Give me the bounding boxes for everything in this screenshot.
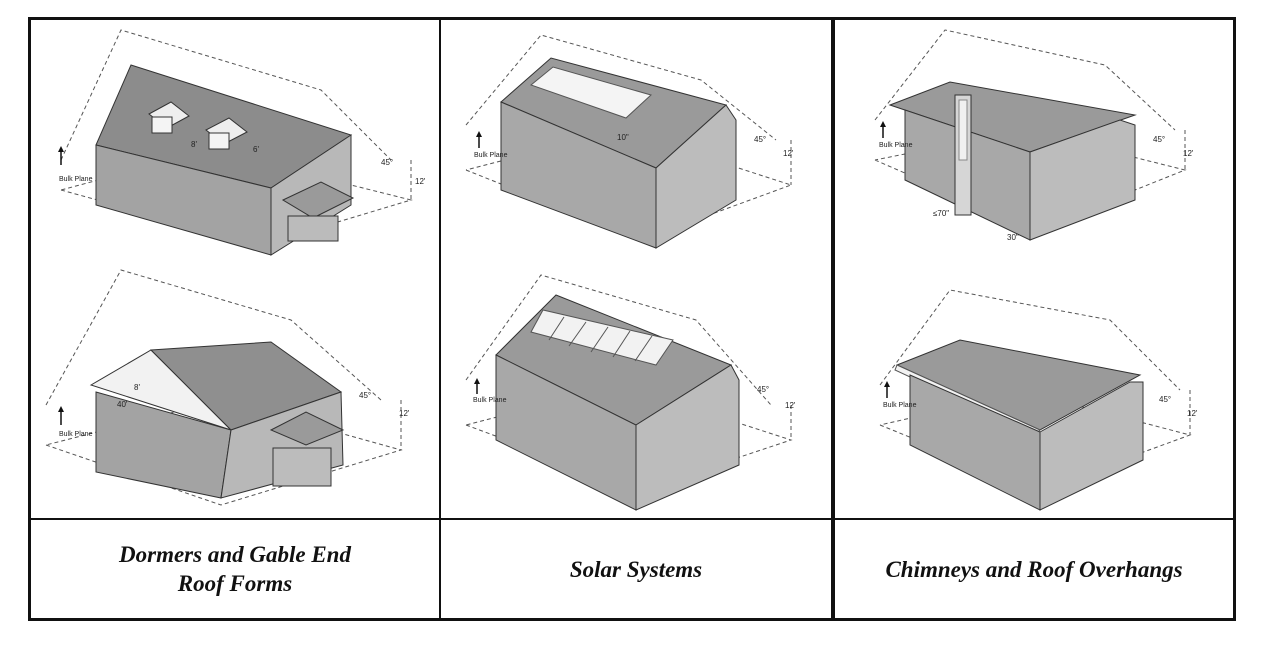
caption-line: Roof Forms [177,571,293,596]
angle-label: 45° [359,391,371,400]
bulk-plane-label: Bulk Plane [59,176,93,183]
row-divider [31,518,1233,520]
house-solar-panels: Bulk Plane 45° 12' [465,274,796,511]
angle-label: 45° [757,385,769,394]
dimension-label: 40' [117,400,128,409]
solar-systems-illustration: Bulk Plane 45° 12' 10" Bulk [465,34,796,511]
panel-solar-systems: Bulk Plane 45° 12' 10" Bulk [441,20,831,518]
height-label: 12' [783,149,794,158]
height-label: 12' [1183,149,1194,158]
height-label: 12' [399,409,410,418]
dormers-gable-illustration: Bulk Plane 45° 12' 8' 6' Bulk Plane [45,29,426,506]
panel-dormers-gable: Bulk Plane 45° 12' 8' 6' Bulk Plane [31,20,439,518]
house-gable-end: Bulk Plane 45° 12' 8' 40' [45,269,410,506]
dormer-left [148,101,190,134]
dimension-label: 8' [191,140,197,149]
height-label: 12' [1187,409,1198,418]
caption-line: Solar Systems [569,556,703,582]
caption-chimneys-overhangs: Chimneys and Roof Overhangs [835,520,1233,618]
figure-table: Bulk Plane 45° 12' 8' 6' Bulk Plane [28,17,1236,621]
chimneys-overhangs-illustration: Bulk Plane 45° 12' ≤70" 30" Bulk Plane 4… [874,29,1198,511]
height-label: 12' [415,177,426,186]
bulk-plane-label: Bulk Plane [59,431,93,438]
column-divider-1 [439,20,441,618]
angle-label: 45° [1153,135,1165,144]
dormer-right [205,117,248,150]
dimension-label: 30" [1007,233,1019,242]
height-label: 12' [785,401,796,410]
angle-label: 45° [754,135,766,144]
house-chimney: Bulk Plane 45° 12' ≤70" 30" [874,29,1194,242]
caption-solar-systems: Solar Systems [441,520,831,618]
bulk-plane-label: Bulk Plane [879,142,913,149]
column-divider-2 [831,20,835,618]
bulk-plane-label: Bulk Plane [883,402,917,409]
panel-chimneys-overhangs: Bulk Plane 45° 12' ≤70" 30" Bulk Plane 4… [835,20,1233,518]
dimension-label: ≤70" [933,209,949,218]
bulk-plane-label: Bulk Plane [474,152,508,159]
dimension-label: 10" [617,133,629,142]
caption-line: Dormers and Gable End [119,542,351,567]
bulk-plane-label: Bulk Plane [473,397,507,404]
house-solar-strip: Bulk Plane 45° 12' 10" [465,34,794,249]
angle-label: 45° [381,158,393,167]
dimension-label: 8' [134,383,140,392]
house-dormers: Bulk Plane 45° 12' 8' 6' [58,29,426,256]
dimension-label: 6' [253,145,259,154]
house-overhang: Bulk Plane 45° 12' [879,289,1198,511]
caption-line: Chimneys and Roof Overhangs [885,556,1183,582]
angle-label: 45° [1159,395,1171,404]
